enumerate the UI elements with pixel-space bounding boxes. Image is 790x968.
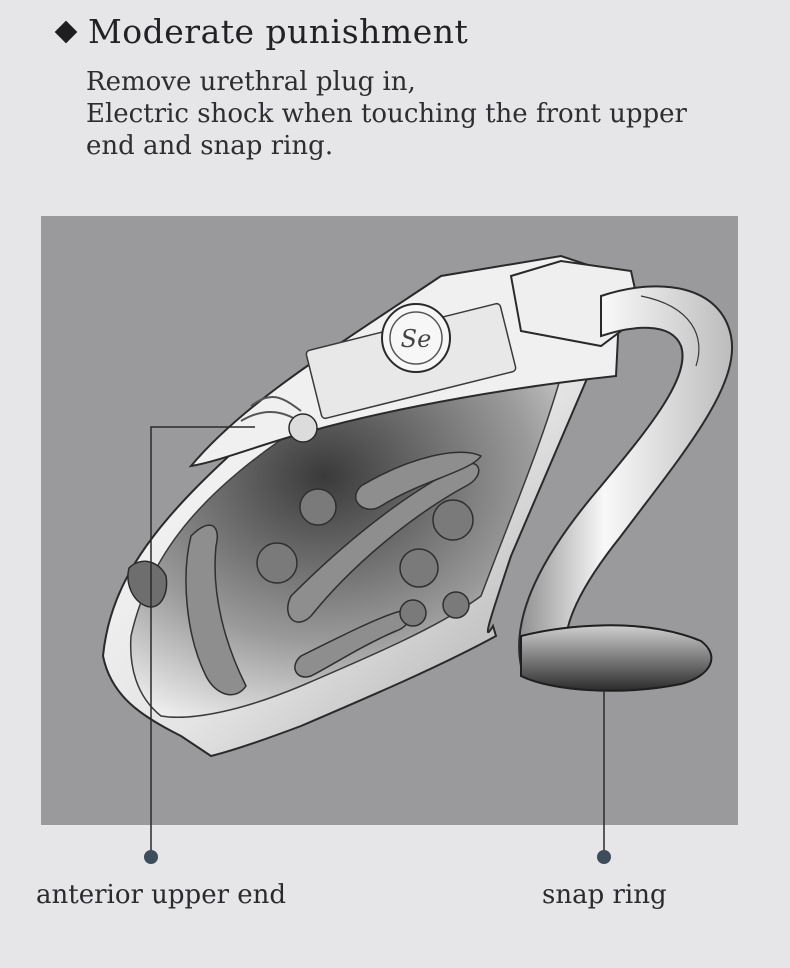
anterior-upper-end-label: anterior upper end	[36, 880, 287, 910]
cage-side-window	[127, 560, 168, 608]
anterior-leader-line	[150, 426, 255, 855]
cage-slot	[185, 524, 247, 696]
description-line: Remove urethral plug in,	[86, 67, 416, 97]
cage-hole	[399, 599, 427, 627]
snap-callout-dot	[597, 850, 611, 864]
cage-hole	[442, 591, 470, 619]
cage-slot	[355, 451, 483, 510]
description-line: Electric shock when touching the front u…	[86, 99, 687, 129]
section-title: Moderate punishment	[88, 12, 469, 51]
wire	[250, 396, 302, 412]
cage-hole	[432, 499, 474, 541]
description-line: end and snap ring.	[86, 131, 334, 161]
logo-text: Se	[401, 325, 432, 353]
snap-ring-label: snap ring	[542, 880, 667, 910]
anterior-callout-dot	[144, 850, 158, 864]
device-illustration: Se	[101, 254, 734, 758]
cage-slot	[294, 610, 411, 678]
section-heading: Moderate punishment	[52, 12, 468, 51]
description: Remove urethral plug in, Electric shock …	[86, 66, 726, 162]
cage-slot	[287, 462, 480, 623]
snap-ring-flare	[520, 624, 713, 692]
tube-seam	[640, 295, 700, 367]
electrode-contact	[288, 413, 318, 443]
cage-hole	[256, 542, 298, 584]
cage-hole	[299, 488, 337, 526]
logo-badge	[381, 303, 451, 373]
device-diagram-panel: Se	[41, 216, 738, 825]
logo-badge-ring	[389, 311, 443, 365]
cage-hole	[399, 548, 439, 588]
